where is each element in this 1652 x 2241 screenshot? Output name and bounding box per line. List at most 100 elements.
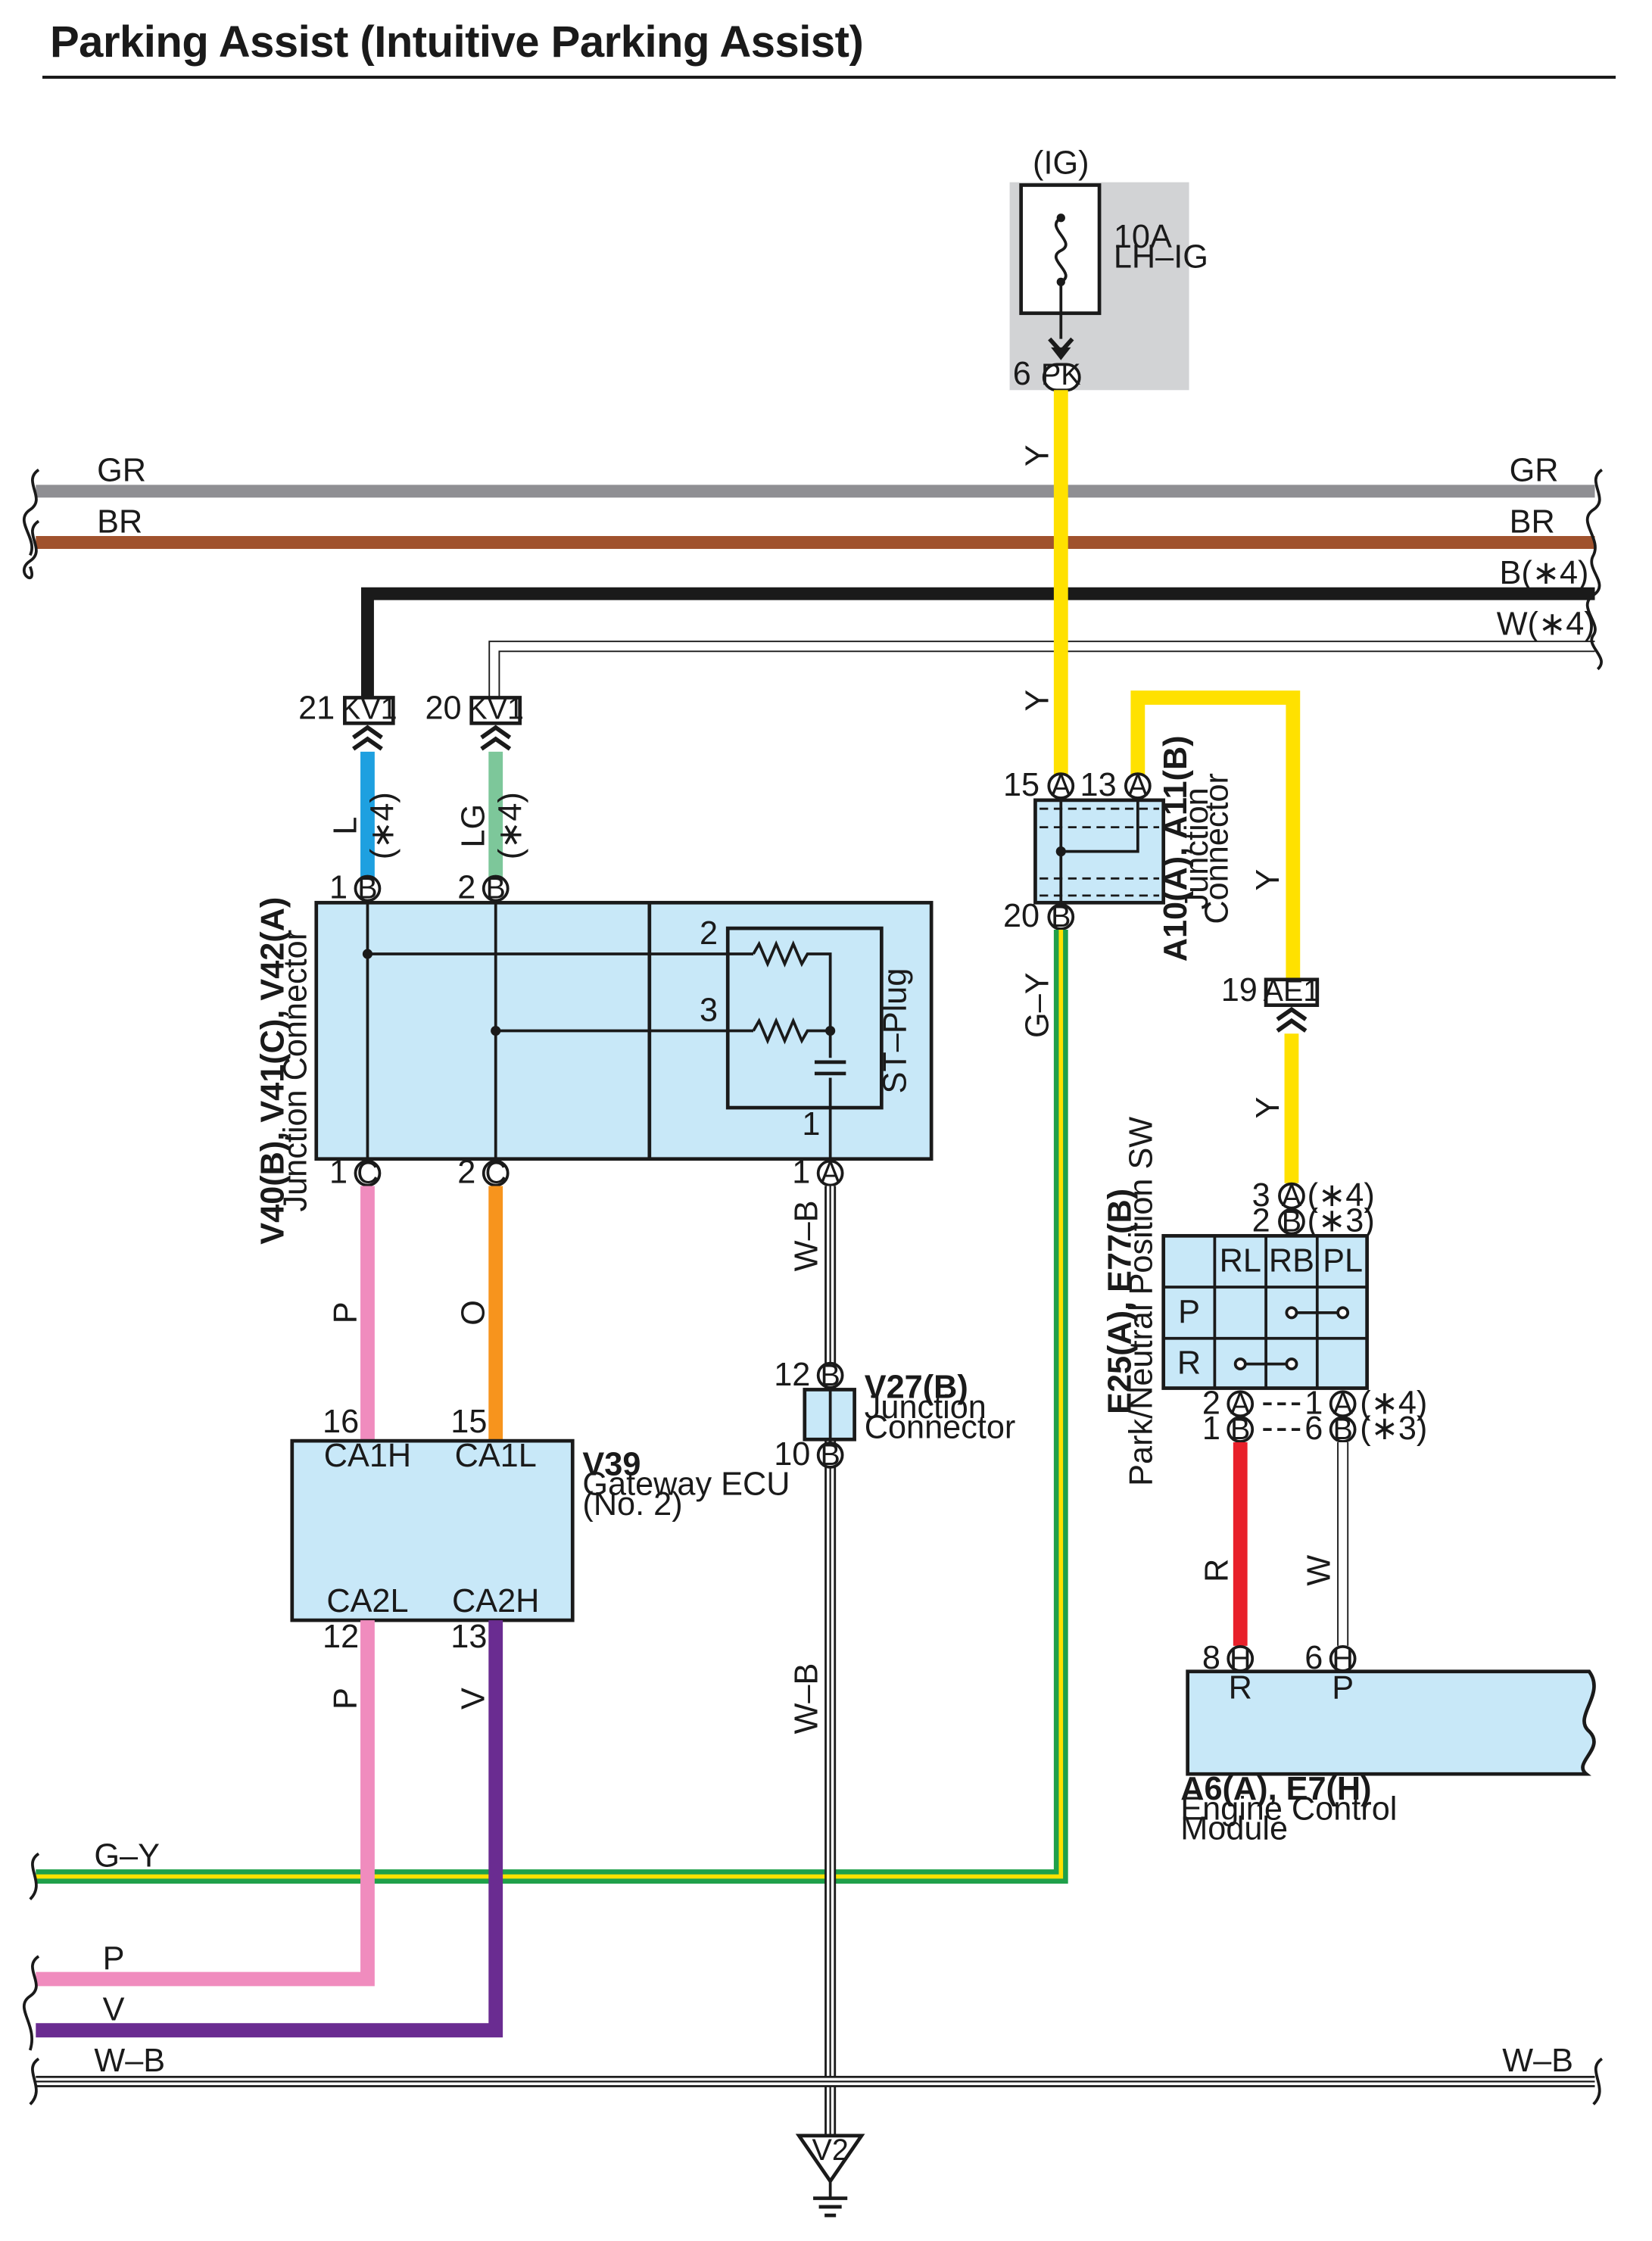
sw-pin-2-circle (1278, 1208, 1305, 1236)
w-right-label: W(∗4) (1497, 606, 1595, 643)
junction-v40: ST–Plug 2 3 1 B 1 B 2 C 1 C 2 A 1 V40(B)… (255, 870, 934, 1245)
l-label: L (327, 817, 363, 835)
kv1-right-name: KV1 (467, 693, 524, 726)
junction-v27-code: V27(B) (865, 1370, 968, 1406)
sw-br-pin-1-number: 1 (1304, 1385, 1323, 1421)
v40-bot-pin-2-letter: C (485, 1157, 507, 1190)
wb-lower-label: W–B (789, 1663, 825, 1735)
pin-15-circle (1047, 772, 1075, 799)
sw-br-pin-6-note: (∗3) (1360, 1410, 1427, 1447)
resistor-2-icon (752, 1017, 831, 1045)
ecm-term-r: R (1229, 1670, 1252, 1706)
v40-top-pin-1-number: 1 (329, 870, 348, 906)
break-right-top-icon (1585, 469, 1604, 671)
junction-a10-label-3: Connector (1198, 773, 1235, 924)
gateway-pin-15: 15 (450, 1404, 487, 1440)
v40-inner-pin-2: 2 (700, 915, 718, 952)
ecm-pin-6-circle (1329, 1644, 1357, 1672)
v40-inner-pin-1: 1 (802, 1106, 820, 1142)
pin-13-letter: A (1128, 769, 1149, 803)
sw-pin-2-letter: B (1282, 1205, 1301, 1239)
gy-wire-stripe (36, 930, 1064, 1879)
ecm-term-p: P (1332, 1670, 1354, 1706)
ae1-chevron-icon (1276, 1006, 1308, 1021)
fuse-pin: 6 (1013, 356, 1031, 392)
title-rule (42, 76, 1616, 79)
sw-bl-pin-1-circle (1227, 1416, 1255, 1443)
v40-bot-pin-2-circle (482, 1159, 510, 1187)
pin-20-circle (1047, 903, 1075, 930)
br-left-label: BR (97, 503, 142, 540)
fuse-name: LH–IG (1114, 239, 1208, 276)
kv1-left-chevron-icon (352, 736, 383, 751)
b-right-label: B(∗4) (1500, 555, 1589, 591)
kv1-left-name: KV1 (341, 693, 397, 726)
w-wire (490, 642, 1595, 698)
page-title: Parking Assist (Intuitive Parking Assist… (50, 17, 864, 67)
y-wire-fuse: Y Y Y (1019, 390, 1301, 980)
pin-13-circle (1124, 772, 1152, 799)
y-wire-loop (1130, 690, 1301, 980)
y-right-lower-label: Y (1250, 1097, 1286, 1119)
ecm-label-3: Module (1180, 1811, 1288, 1847)
v40-top-pin-2-number: 2 (457, 870, 475, 906)
kv1-right-chevron-icon (480, 736, 512, 751)
wb-right-label: W–B (1502, 2043, 1573, 2079)
v27-pin-12-circle (816, 1361, 844, 1389)
wire-break-marks (22, 469, 1604, 2105)
v40-top-pin-1-circle (354, 874, 382, 902)
gateway-ecu-box (290, 1438, 575, 1622)
ecm-pin-6-number: 6 (1304, 1640, 1323, 1676)
wb-ground-circuit: W–B W–B W–B W–B B 12 B 10 V27(B) Junctio… (36, 1186, 1595, 2218)
p-lower-label: P (327, 1688, 363, 1710)
v40-bot-pin-3-number: 1 (792, 1155, 810, 1191)
fuse-rating: 10A (1114, 219, 1172, 255)
gateway-ecu: 16 15 CA1H CA1L CA2L CA2H 12 13 V39 Gate… (290, 1404, 790, 1655)
pin-13-number: 13 (1080, 767, 1117, 803)
ground-point-name: V2 (812, 2133, 848, 2167)
ecm-wires: R W (1198, 1442, 1349, 1646)
kv1-right-box (469, 696, 522, 725)
junction-a10-link (1061, 797, 1139, 853)
switch-col-rl: RL (1220, 1242, 1261, 1279)
junction-a10: A 15 A 13 B 20 A10(A), A11(B) Junction C… (1003, 735, 1235, 962)
sw-pin-2-number: 2 (1252, 1203, 1270, 1239)
can-upper-wires: P O (327, 1186, 503, 1442)
wb-left-label: W–B (94, 2043, 165, 2079)
junction-v40-label-2: Junction Connector (278, 930, 314, 1212)
w-label: W (1301, 1555, 1338, 1586)
v40-bot-pin-3-circle (816, 1159, 844, 1187)
ae1-pin: 19 (1221, 972, 1258, 1008)
fuse-supply-label: (IG) (1033, 145, 1089, 181)
bus-wires: GR GR BR BR B(∗4) W(∗4) (36, 453, 1595, 698)
ecm-pin-8-circle (1227, 1644, 1255, 1672)
kv1-connectors: KV1 21 KV1 20 L (∗4) LG (∗4) (298, 690, 529, 877)
sw-bl-pin-2-number: 2 (1202, 1385, 1220, 1421)
ecm-pin-8-number: 8 (1202, 1640, 1220, 1676)
kv1-right-chevron-icon (480, 725, 512, 740)
y-fuse-label: Y (1019, 444, 1055, 466)
sw-br-pin-6-number: 6 (1304, 1410, 1323, 1447)
st-plug-label: ST–Plug (877, 968, 913, 1094)
sw-bl-pin-1-letter: B (1230, 1413, 1250, 1446)
junction-a10-label-1: A10(A), A11(B) (1158, 735, 1194, 962)
sw-bl-pin-2-letter: A (1230, 1387, 1251, 1420)
junction-v27-name-1: Junction (865, 1389, 987, 1426)
switch-p-dot-1 (1285, 1306, 1298, 1320)
o-upper-label: O (456, 1300, 492, 1326)
sw-pin-3-letter: A (1282, 1180, 1302, 1213)
switch-row-p: P (1178, 1294, 1200, 1330)
break-left-wb-icon (29, 2057, 40, 2105)
gy-left-label: G–Y (94, 1837, 160, 1874)
break-left-pv-icon (22, 1955, 40, 2051)
ground-point-icon (795, 2133, 865, 2185)
resistor-1-icon (752, 940, 832, 1159)
v40-bot-pin-3-letter: A (820, 1157, 840, 1190)
junction-v27-name-2: Connector (865, 1409, 1016, 1445)
v-lower-wire (36, 1620, 503, 2038)
junction-a10-label-2: Junction (1179, 787, 1215, 909)
v-left-label: V (103, 1992, 125, 2028)
ecm-pin-6-letter: H (1332, 1642, 1354, 1675)
engine-control-module: R P H 8 H 6 A6(A), E7(H) Engine Control … (1180, 1640, 1596, 1847)
p-upper-label: P (327, 1301, 363, 1323)
